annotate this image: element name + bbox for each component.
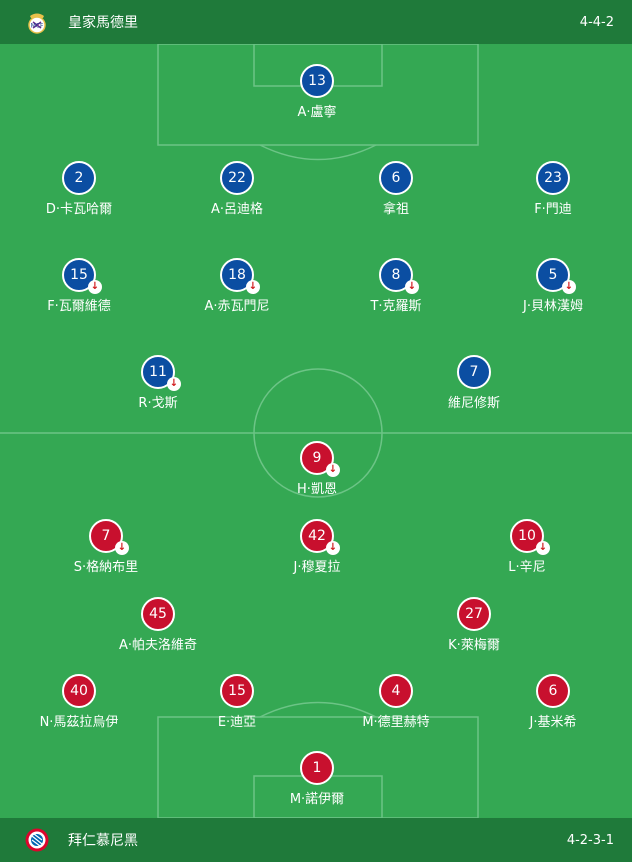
- player-name: A·帕夫洛維奇: [118, 638, 198, 653]
- player-number: 6: [536, 674, 570, 708]
- player-number: 15: [220, 674, 254, 708]
- away-player[interactable]: 7↓ S·格納布里: [46, 519, 166, 575]
- real-madrid-crest-icon: MCF: [24, 9, 50, 35]
- away-team-name: 拜仁慕尼黑: [68, 833, 138, 849]
- home-player[interactable]: 18↓ A·赤瓦門尼: [177, 258, 297, 314]
- home-formation: 4-4-2: [579, 14, 614, 30]
- player-name: R·戈斯: [138, 396, 178, 411]
- player-number: 42↓: [300, 519, 340, 555]
- player-number: 4: [379, 674, 413, 708]
- player-number: 18↓: [220, 258, 260, 294]
- away-formation: 4-2-3-1: [566, 832, 614, 848]
- player-number: 2: [62, 161, 96, 195]
- player-number: 1: [300, 751, 334, 785]
- player-number: 9↓: [300, 441, 340, 477]
- player-name: M·德里赫特: [362, 715, 430, 730]
- player-name: S·格納布里: [73, 560, 139, 575]
- player-name: A·呂迪格: [210, 202, 264, 217]
- player-name: 拿祖: [382, 202, 409, 217]
- player-name: N·馬茲拉烏伊: [39, 715, 119, 730]
- player-name: J·基米希: [529, 715, 577, 730]
- player-name: J·貝林漢姆: [523, 299, 583, 314]
- player-number: 15↓: [62, 258, 102, 294]
- home-player[interactable]: 6 拿祖: [336, 161, 456, 217]
- home-team-header: MCF 皇家馬德里 4-4-2: [0, 0, 632, 44]
- substitution-icon: ↓: [326, 541, 340, 555]
- player-number: 6: [379, 161, 413, 195]
- player-name: T·克羅斯: [370, 299, 422, 314]
- player-name: M·諾伊爾: [289, 792, 345, 807]
- player-name: A·盧寧: [297, 105, 337, 120]
- player-name: J·穆夏拉: [293, 560, 341, 575]
- substitution-icon: ↓: [536, 541, 550, 555]
- home-player[interactable]: 5↓ J·貝林漢姆: [493, 258, 613, 314]
- player-name: 維尼修斯: [447, 396, 500, 411]
- substitution-icon: ↓: [326, 463, 340, 477]
- substitution-icon: ↓: [246, 280, 260, 294]
- bayern-crest-icon: [24, 827, 50, 853]
- home-player[interactable]: 15↓ F·瓦爾維德: [19, 258, 139, 314]
- away-team-header: 拜仁慕尼黑 4-2-3-1: [0, 818, 632, 862]
- player-number: 11↓: [141, 355, 181, 391]
- player-name: H·凱恩: [297, 482, 337, 497]
- svg-text:MCF: MCF: [31, 23, 44, 30]
- home-player[interactable]: 7 維尼修斯: [414, 355, 534, 411]
- player-name: D·卡瓦哈爾: [45, 202, 113, 217]
- home-player[interactable]: 11↓ R·戈斯: [98, 355, 218, 411]
- player-name: L·辛尼: [508, 560, 546, 575]
- away-player[interactable]: 9↓ H·凱恩: [257, 441, 377, 497]
- away-player[interactable]: 42↓ J·穆夏拉: [257, 519, 377, 575]
- player-name: E·迪亞: [217, 715, 257, 730]
- home-team-name: 皇家馬德里: [68, 15, 138, 31]
- home-player[interactable]: 8↓ T·克羅斯: [336, 258, 456, 314]
- player-number: 7: [457, 355, 491, 389]
- player-number: 5↓: [536, 258, 576, 294]
- substitution-icon: ↓: [115, 541, 129, 555]
- substitution-icon: ↓: [167, 377, 181, 391]
- player-number: 27: [457, 597, 491, 631]
- player-number: 10↓: [510, 519, 550, 555]
- player-number: 8↓: [379, 258, 419, 294]
- substitution-icon: ↓: [88, 280, 102, 294]
- player-number: 40: [62, 674, 96, 708]
- player-name: K·萊梅爾: [448, 638, 500, 653]
- player-number: 45: [141, 597, 175, 631]
- player-number: 13: [300, 64, 334, 98]
- away-player[interactable]: 10↓ L·辛尼: [467, 519, 587, 575]
- player-name: F·瓦爾維德: [47, 299, 111, 314]
- substitution-icon: ↓: [405, 280, 419, 294]
- substitution-icon: ↓: [562, 280, 576, 294]
- player-number: 22: [220, 161, 254, 195]
- player-name: F·門迪: [534, 202, 572, 217]
- player-number: 23: [536, 161, 570, 195]
- player-number: 7↓: [89, 519, 129, 555]
- player-name: A·赤瓦門尼: [204, 299, 270, 314]
